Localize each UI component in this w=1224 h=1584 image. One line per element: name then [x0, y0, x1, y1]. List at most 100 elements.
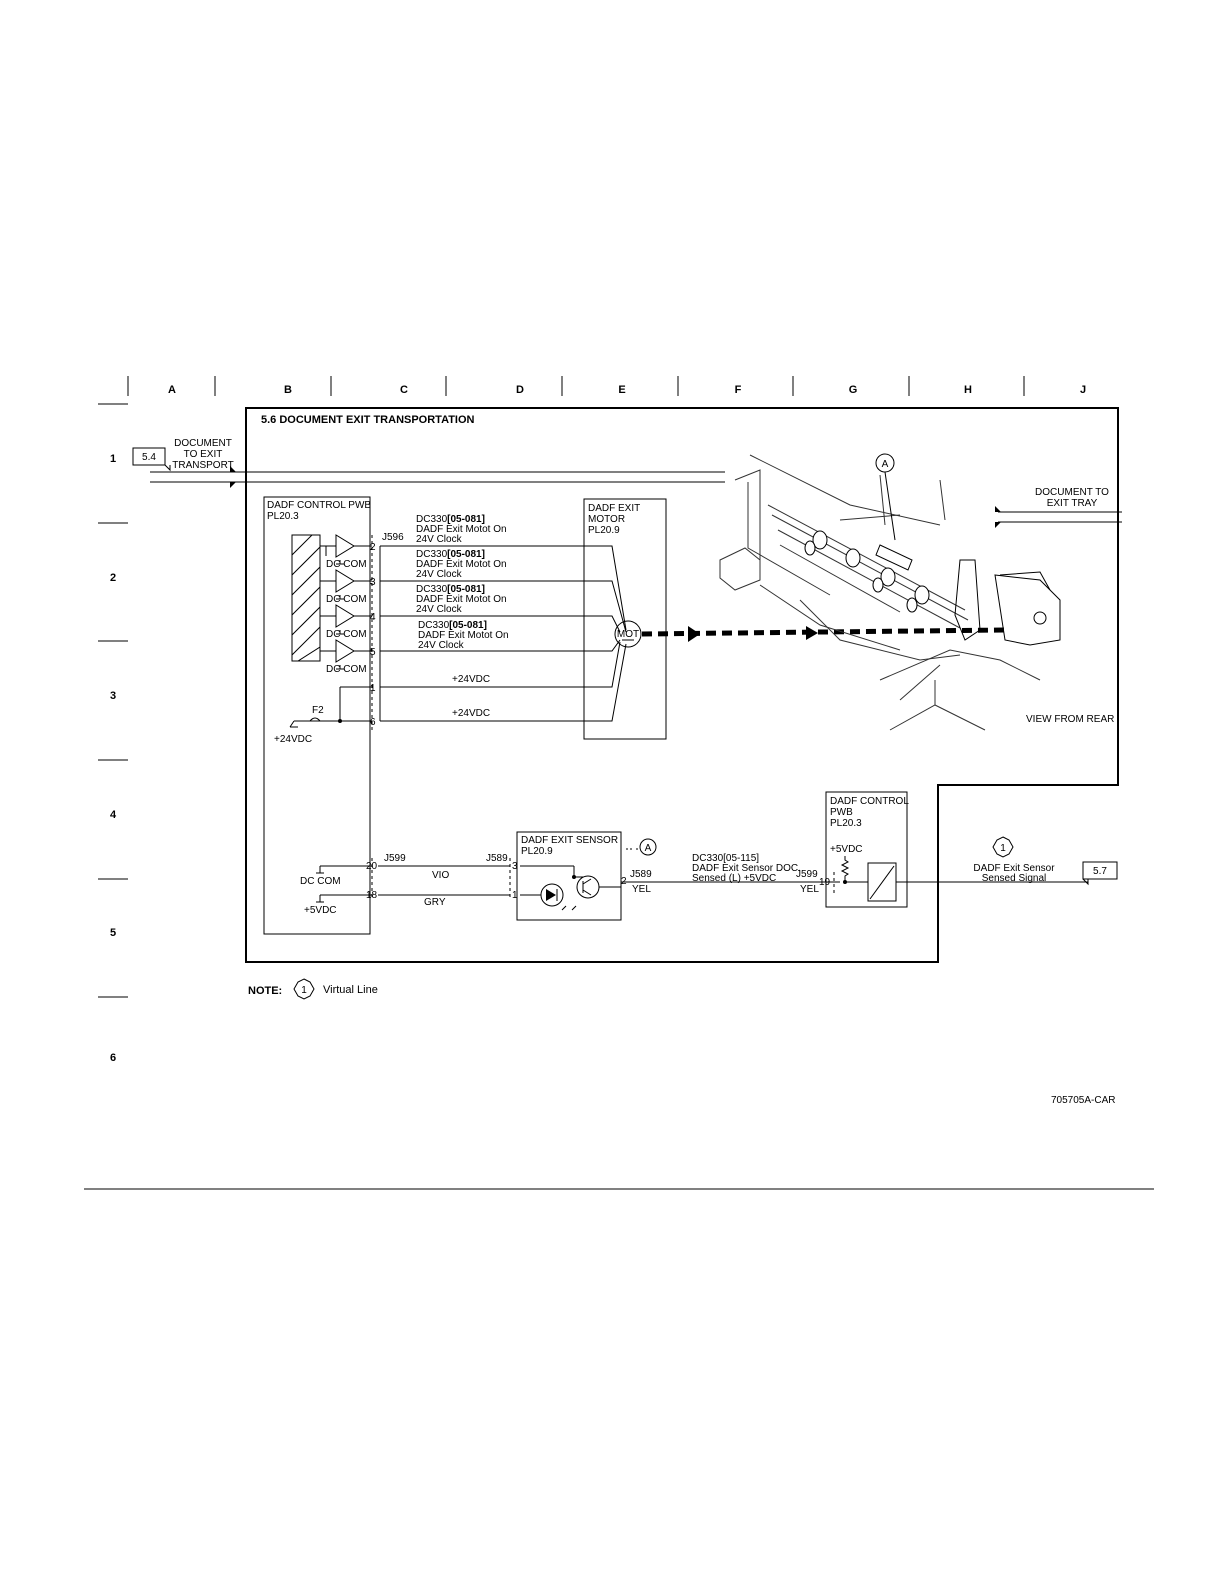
- document-input-flow: 5.4 DOCUMENT TO EXIT TRANSPORT: [132, 438, 725, 488]
- figure-id: 705705A-CAR: [1051, 1095, 1115, 1106]
- document-output-flow: DOCUMENT TO EXIT TRAY: [995, 487, 1122, 528]
- sensor-circuit: J599 J589 20 18 3 1 DC COM +5VDC VIO GRY…: [300, 791, 1118, 921]
- motor-symbol-circle: [614, 620, 642, 648]
- sig3-code: DC330: [416, 584, 448, 595]
- pwb-left-name: DADF CONTROL PWB: [267, 500, 371, 511]
- j589-left: J589: [486, 853, 508, 864]
- column-label-g: G: [849, 384, 858, 396]
- motor-line3: PL20.9: [588, 525, 620, 536]
- fuse-label: F2: [312, 705, 324, 716]
- doc-out-line1: DOCUMENT TO: [1035, 487, 1109, 498]
- sensor-signal-1: DC330[05-115]: [692, 853, 759, 864]
- svg-text:DC330[05-081]: DC330[05-081]: [416, 584, 485, 595]
- driver-2: [320, 569, 372, 593]
- ref-box-in: [132, 447, 166, 466]
- sig2-line1: DADF Exit Motot On: [416, 559, 507, 570]
- driver-1: [320, 534, 372, 558]
- note-num: 1: [301, 985, 307, 996]
- column-label-c: C: [400, 384, 408, 396]
- column-label-h: H: [964, 384, 972, 396]
- doc-out-line2: EXIT TRAY: [1047, 498, 1098, 509]
- pin-1-sensor: 1: [512, 890, 518, 901]
- pin-5: 5: [370, 647, 376, 658]
- j596-label: J596: [382, 532, 404, 543]
- yel-in: YEL: [800, 884, 819, 895]
- note-label: NOTE:: [248, 985, 282, 997]
- svg-text:DC330[05-081]: DC330[05-081]: [416, 549, 485, 560]
- sig1-line2: 24V Clock: [416, 534, 463, 545]
- virtual-marker-num: 1: [1000, 843, 1006, 854]
- sig1-ref: [05-081]: [447, 514, 485, 525]
- dadf-exit-sensor-box: [516, 831, 622, 921]
- connector-j596: J596 2 3 4 5 1 6: [370, 532, 404, 730]
- row-label-6: 6: [110, 1052, 116, 1064]
- column-label-d: D: [516, 384, 524, 396]
- dadf-exit-motor: DADF EXIT MOTOR PL20.9 MOT: [583, 498, 667, 740]
- dadf-control-pwb-left: DADF CONTROL PWB PL20.3: [263, 496, 372, 935]
- sig2-line2: 24V Clock: [416, 569, 463, 580]
- pin-1: 1: [370, 683, 376, 694]
- sig2-ref: [05-081]: [447, 549, 485, 560]
- ref-out-label: 5.7: [1093, 866, 1107, 877]
- wire-vio: VIO: [432, 870, 449, 881]
- column-label-j: J: [1080, 384, 1086, 396]
- sig3-ref: [05-081]: [447, 584, 485, 595]
- sensor-line1: DADF EXIT SENSOR: [521, 835, 618, 846]
- note-section: NOTE: 1 Virtual Line: [248, 978, 378, 1000]
- dadf-control-pwb-right: [825, 791, 908, 908]
- diagram-title: 5.6 DOCUMENT EXIT TRANSPORTATION: [261, 414, 475, 426]
- svg-text:DC330[05-081]: DC330[05-081]: [416, 514, 485, 525]
- motor-symbol-text: MOT: [617, 629, 639, 640]
- pwb-left-part: PL20.3: [267, 511, 299, 522]
- pwb-right-line1: DADF CONTROL: [830, 796, 909, 807]
- column-label-a: A: [168, 384, 176, 396]
- dc-com-4: DC COM: [326, 664, 367, 675]
- hatched-ic: [291, 534, 321, 662]
- callout-a-label: A: [882, 459, 889, 470]
- arrow-in-top: [230, 466, 236, 472]
- driver-4: [320, 639, 372, 663]
- motor-line1: DADF EXIT: [588, 503, 640, 514]
- pin-6: 6: [370, 717, 376, 728]
- out-signal-1: DADF Exit Sensor: [973, 863, 1055, 874]
- dc-com-1: DC COM: [326, 559, 367, 570]
- out-signal-2: Sensed Signal: [982, 873, 1047, 884]
- motor-line2: MOTOR: [588, 514, 625, 525]
- sig4-line1: DADF Exit Motot On: [418, 630, 509, 641]
- sig4-ref: [05-081]: [449, 620, 487, 631]
- row-header: 1 2 3 4 5 6: [98, 403, 128, 1064]
- pin-19: 19: [819, 877, 831, 888]
- sig4-line2: 24V Clock: [418, 640, 465, 651]
- row-label-2: 2: [110, 572, 116, 584]
- sig3-line2: 24V Clock: [416, 604, 463, 615]
- sig1-code: DC330: [416, 514, 448, 525]
- driver-3: [320, 604, 372, 628]
- pin-4: 4: [370, 612, 376, 623]
- sig2-code: DC330: [416, 549, 448, 560]
- view-from-rear: VIEW FROM REAR: [1026, 714, 1114, 725]
- v24-line-2: +24VDC: [452, 708, 490, 719]
- j599-right: J599: [796, 869, 818, 880]
- mechanical-drive-line: [641, 626, 1006, 642]
- doc-in-line2: TO EXIT: [184, 449, 223, 460]
- pin-3-sensor: 3: [512, 861, 518, 872]
- diagram-outline: [245, 407, 1119, 963]
- dc-com-sensor: DC COM: [300, 876, 341, 887]
- v24-source: +24VDC: [274, 734, 312, 745]
- pin-2: 2: [370, 542, 376, 553]
- row-label-5: 5: [110, 927, 116, 939]
- pin-3: 3: [370, 577, 376, 588]
- row-label-1: 1: [110, 453, 116, 465]
- row-label-3: 3: [110, 690, 116, 702]
- ref-in-label: 5.4: [142, 452, 156, 463]
- doc-in-line3: TRANSPORT: [172, 460, 234, 471]
- doc-in-line1: DOCUMENT: [174, 438, 232, 449]
- dc-com-3: DC COM: [326, 629, 367, 640]
- row-label-4: 4: [110, 809, 117, 821]
- sig3-line1: DADF Exit Motot On: [416, 594, 507, 605]
- exit-mechanism-illustration: A VIEW FROM REAR: [719, 453, 1114, 731]
- pwb-right-v5: +5VDC: [830, 844, 863, 855]
- sensor-signal-3: Sensed (L) +5VDC: [692, 873, 776, 884]
- pwb-right-line2: PWB: [830, 807, 853, 818]
- callout-a-sensor: A: [645, 843, 652, 854]
